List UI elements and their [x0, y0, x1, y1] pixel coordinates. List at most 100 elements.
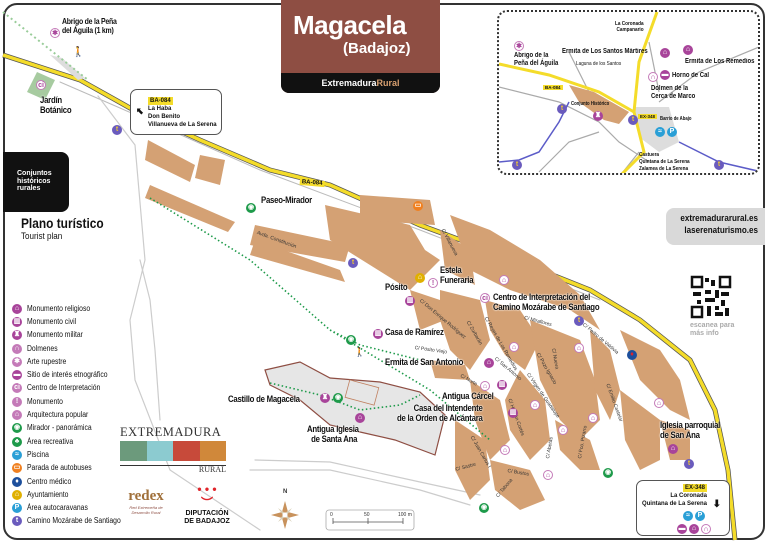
church-icon[interactable]: ⌂ — [355, 413, 365, 423]
link-laserenaturismo[interactable]: laserenaturismo.es — [684, 225, 758, 236]
label-casa-ramirez: Casa de Ramírez — [385, 327, 444, 338]
rock-art-icon: ✱ — [12, 356, 22, 367]
label-antigua-carcel: Antigua Cárcel — [442, 391, 494, 402]
diputacion-emblem-icon: • • •︶ — [197, 482, 217, 510]
logo-text: redex — [128, 488, 164, 504]
camino-santiago-icon[interactable]: t — [348, 258, 358, 268]
viewpoint-icon[interactable]: ◉ — [346, 335, 356, 345]
north-compass-icon — [271, 501, 299, 529]
church-icon: ⌂ — [689, 524, 699, 534]
bus-stop-icon[interactable]: ▭ — [413, 201, 423, 211]
popular-architecture-icon[interactable]: ⌂ — [499, 275, 509, 285]
popular-architecture-icon[interactable]: ⌂ — [654, 398, 664, 408]
extremadura-rural-logo: EXTREMADURA RURAL — [120, 425, 226, 475]
dolmen-icon: ∩ — [12, 343, 22, 354]
church-icon[interactable]: ⌂ — [484, 358, 494, 368]
viewpoint-icon[interactable]: ◉ — [333, 393, 343, 403]
logo-text: DIPUTACIÓN — [185, 510, 229, 517]
legend-label: Monumento religioso — [27, 303, 91, 313]
dolmen-icon: ∩ — [701, 524, 711, 534]
medical-center-icon: ♦ — [12, 476, 22, 487]
monument-icon[interactable]: ! — [428, 278, 438, 288]
town-hall-icon[interactable]: ⌂ — [415, 273, 425, 283]
bus-stop-icon: ▭ — [12, 463, 22, 474]
camino-santiago-icon[interactable]: t — [112, 125, 122, 135]
arrow-up-left-icon: ⬉ — [136, 106, 144, 116]
civil-building-icon[interactable]: ▥ — [405, 296, 415, 306]
popular-architecture-icon[interactable]: ⌂ — [574, 343, 584, 353]
destination: Don Benito — [148, 114, 180, 120]
viewpoint-icon: ◉ — [12, 423, 22, 434]
popular-architecture-icon[interactable]: ⌂ — [480, 381, 490, 391]
medical-center-icon[interactable]: ♦ — [627, 350, 637, 360]
walking-trail — [149, 197, 491, 441]
popular-architecture-icon[interactable]: ⌂ — [588, 413, 598, 423]
ethnographic-icon: ▬ — [677, 524, 687, 534]
popular-architecture-icon[interactable]: ⌂ — [530, 400, 540, 410]
urban-blocks — [145, 140, 690, 510]
inset-road-ex348: EX-348 — [638, 114, 658, 119]
web-links: extremadurarural.es laserenaturismo.es — [666, 208, 765, 245]
church-icon[interactable]: ⌂ — [668, 444, 678, 454]
diputacion-logo: • • •︶ DIPUTACIÓN DE BADAJOZ — [180, 482, 234, 525]
brand-part-b: Rural — [376, 78, 400, 88]
legend-item: ♜Monumento militar — [12, 329, 137, 342]
recreation-area-icon: ♣ — [12, 436, 22, 447]
legend-item: !Monumento — [12, 395, 137, 408]
civil-building-icon[interactable]: ▥ — [497, 380, 507, 390]
popular-architecture-icon[interactable]: ⌂ — [500, 445, 510, 455]
destination: Quintana de La Serena — [641, 501, 707, 507]
camino-santiago-icon[interactable]: t — [684, 459, 694, 469]
legend-label: Monumento civil — [27, 316, 77, 326]
inset-road-ba084: BA-084 — [543, 85, 563, 90]
popular-architecture-icon[interactable]: ⌂ — [509, 342, 519, 352]
logo-text: Red Extremeña de — [129, 505, 163, 510]
interpretation-center-icon: ci — [12, 383, 22, 394]
church-icon: ⌂ — [12, 303, 22, 314]
ethnographic-icon: ▬ — [660, 70, 670, 80]
civil-building-icon[interactable]: ▥ — [508, 408, 518, 418]
popular-architecture-icon[interactable]: ⌂ — [558, 425, 568, 435]
viewpoint-icon[interactable]: ◉ — [603, 468, 613, 478]
label-posito: Pósito — [385, 282, 408, 293]
direction-sign-ex348: EX-348 La Coronada Quintana de La Serena… — [636, 480, 730, 536]
inset-label-barrio: Barrio de Abajo — [660, 116, 692, 122]
castle-icon[interactable]: ♜ — [320, 393, 330, 403]
civil-building-icon: ▥ — [12, 316, 22, 327]
link-extremadurarural[interactable]: extremadurarural.es — [680, 213, 758, 224]
interpretation-center-icon[interactable]: ci — [480, 293, 490, 303]
conjuntos-badge: Conjuntos históricos rurales — [3, 152, 69, 212]
civil-building-icon[interactable]: ▥ — [373, 329, 383, 339]
camino-santiago-icon[interactable]: t — [574, 316, 584, 326]
camino-santiago-icon: t — [714, 160, 724, 170]
viewpoint-icon[interactable]: ◉ — [479, 503, 489, 513]
camino-santiago-icon: t — [12, 516, 22, 527]
scale-tick: 0 — [330, 512, 333, 518]
popular-architecture-icon[interactable]: ⌂ — [543, 470, 553, 480]
legend-item: ✱Arte rupestre — [12, 355, 137, 368]
legend-item: ▬Sitio de interés etnográfico — [12, 368, 137, 381]
viewpoint-icon[interactable]: ◉ — [246, 203, 256, 213]
logo-text: Desarrollo Rural — [131, 510, 161, 515]
interpretation-center-icon[interactable]: ci — [36, 80, 46, 90]
arrow-down-icon: ⬇ — [712, 499, 721, 510]
legend-label: Área recreativa — [27, 436, 74, 446]
legend-item: ▭Parada de autobuses — [12, 462, 137, 475]
rock-art-icon[interactable]: ✱ — [50, 28, 60, 38]
legend-label: Arquitectura popular — [27, 410, 89, 420]
qr-caption-line: más info — [690, 330, 719, 337]
inset-label-conjunto: Conjunto Histórico — [571, 101, 610, 107]
legend-label: Área autocaravanas — [27, 503, 88, 513]
camino-santiago-icon: t — [628, 115, 638, 125]
camper-area-icon: P — [667, 127, 677, 137]
town-hall-icon: ⌂ — [12, 489, 22, 500]
